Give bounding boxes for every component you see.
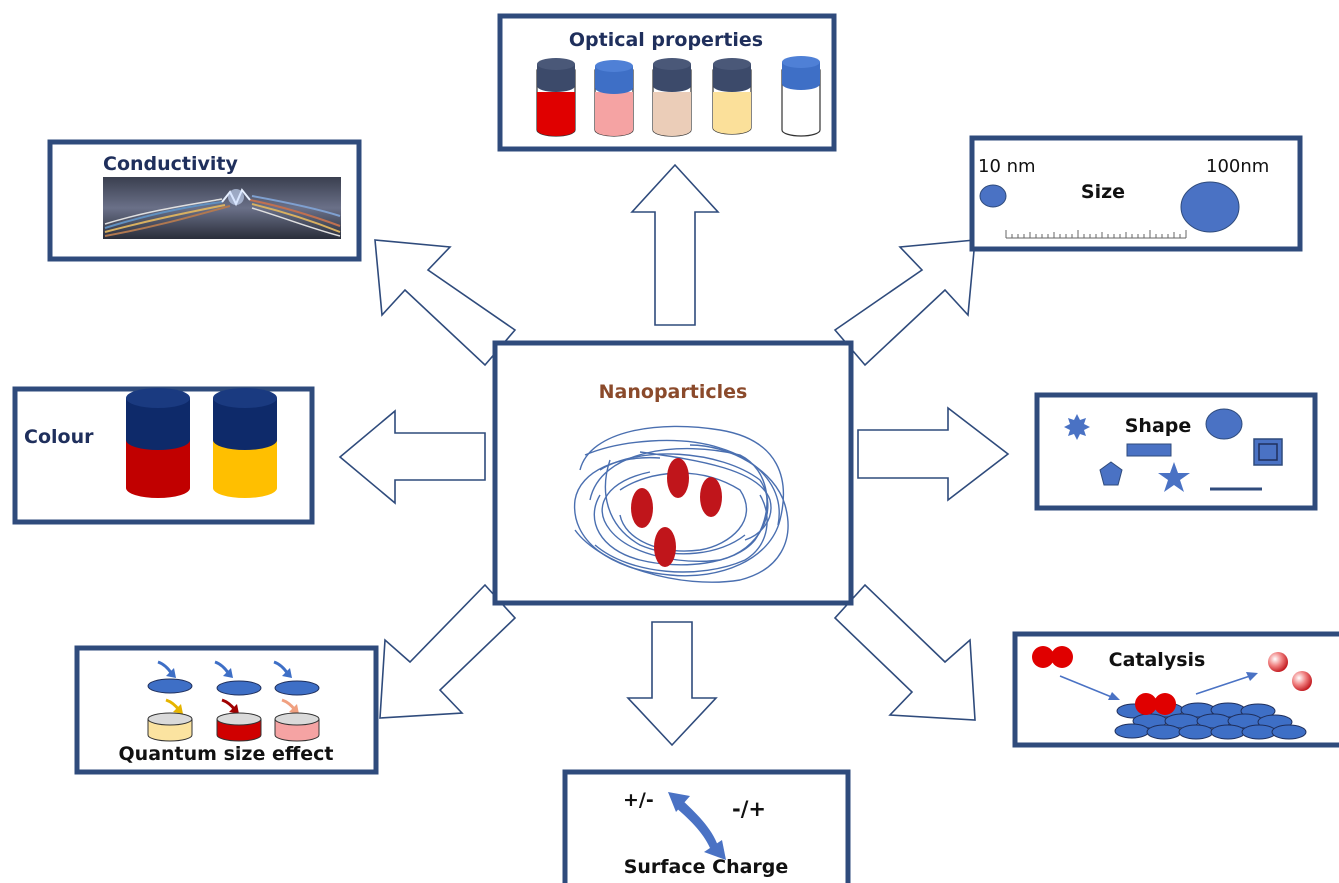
reactant-arrowhead xyxy=(1108,692,1120,700)
colour-vial-red xyxy=(126,388,190,498)
colour-title: Colour xyxy=(24,426,94,448)
surface-charge-sign-left: +/- xyxy=(623,789,654,811)
quantum-arrows-top xyxy=(157,660,292,678)
star-shape-icon xyxy=(1158,462,1190,492)
surface-charge-title: Surface Charge xyxy=(624,856,789,878)
vial-beige xyxy=(652,58,692,137)
vial-red xyxy=(536,58,576,137)
optical-properties-box: Optical properties xyxy=(497,13,837,152)
surface-charge-box: +/- -/+ Surface Charge xyxy=(562,769,851,883)
small-particle xyxy=(979,184,1007,208)
conductivity-box: Conductivity xyxy=(47,139,362,262)
colour-vial-yellow xyxy=(213,388,277,498)
nanoparticles-box: Nanoparticles xyxy=(492,340,854,606)
arrow-down xyxy=(626,621,718,747)
arrow-down-left xyxy=(379,583,517,719)
reactant-molecule xyxy=(1032,646,1073,668)
catalysis-title: Catalysis xyxy=(1109,649,1206,671)
shape-title: Shape xyxy=(1125,415,1192,437)
catalysis-box: Catalysis xyxy=(1012,631,1339,748)
arrow-up xyxy=(630,163,720,326)
conductivity-title: Conductivity xyxy=(103,153,238,175)
spiky-particle-icon xyxy=(1064,414,1090,440)
size-box: 10 nm 100nm Size xyxy=(969,135,1303,252)
quantum-size-effect-box: Quantum size effect xyxy=(74,645,379,775)
electric-wires-image xyxy=(103,177,341,239)
quantum-discs xyxy=(147,678,320,696)
large-particle xyxy=(1180,181,1240,233)
surface-charge-sign-right: -/+ xyxy=(732,797,766,821)
vial-clear xyxy=(781,56,821,137)
nanoparticle-cores xyxy=(631,458,722,567)
adsorbed-molecule xyxy=(1135,693,1176,715)
reactant-arrow xyxy=(1059,675,1115,699)
size-small-label: 10 nm xyxy=(978,156,1036,177)
cube-shape-icon xyxy=(1253,438,1283,466)
colour-box: Colour xyxy=(12,386,315,525)
product-arrowhead xyxy=(1246,672,1258,681)
arrow-right xyxy=(857,406,1010,502)
size-title: Size xyxy=(1081,181,1125,203)
arrow-left xyxy=(338,409,486,505)
quantum-arrows-mid xyxy=(165,698,299,714)
catalyst-surface xyxy=(1114,702,1307,740)
arrow-up-left xyxy=(374,239,517,367)
nanoparticles-title: Nanoparticles xyxy=(599,381,748,403)
quantum-wells xyxy=(147,712,320,742)
size-large-label: 100nm xyxy=(1206,156,1269,177)
pentagon-shape-icon xyxy=(1099,461,1123,486)
size-ruler xyxy=(1005,230,1187,239)
arrow-up-right xyxy=(833,239,976,367)
vial-yellow xyxy=(712,58,752,135)
polymer-coils xyxy=(573,425,789,583)
circle-shape-icon xyxy=(1205,408,1243,440)
rod-shape-icon xyxy=(1126,443,1172,457)
arrow-down-right xyxy=(833,583,976,721)
double-headed-arrow-icon xyxy=(668,792,726,860)
optical-properties-title: Optical properties xyxy=(569,29,763,51)
quantum-size-effect-title: Quantum size effect xyxy=(119,743,334,765)
vial-pink xyxy=(594,60,634,137)
product-molecules xyxy=(1268,652,1312,691)
product-arrow xyxy=(1195,675,1251,695)
shape-box: Shape xyxy=(1034,392,1318,511)
